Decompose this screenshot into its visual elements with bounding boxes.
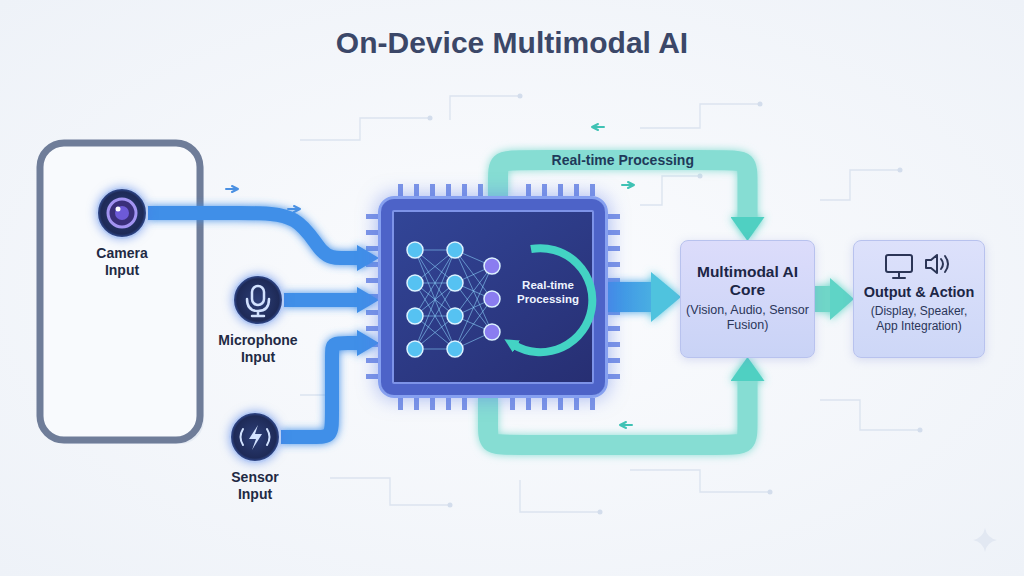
circuit-traces: [300, 96, 920, 512]
node-detail: (Vision, Audio, Sensor Fusion): [686, 303, 809, 334]
circuit-dot: [898, 168, 903, 173]
microphone-glyph: [247, 286, 269, 316]
node-detail: (Display, Speaker, App Integration): [859, 304, 979, 334]
sensor-bolt: [249, 425, 262, 450]
circuit-dot: [758, 102, 763, 107]
neuron: [447, 275, 463, 291]
neuron: [407, 341, 423, 357]
circuit-trace: [640, 104, 760, 128]
output-glyphs: [886, 255, 948, 278]
sparkle-mark: [973, 528, 997, 552]
sensor-waves: [241, 429, 270, 445]
circuit-trace: [450, 96, 520, 120]
speaker-glyph: [926, 255, 937, 273]
neuron: [407, 242, 423, 258]
flow-chevron: [592, 124, 604, 130]
neuron: [447, 242, 463, 258]
flow-connector: [281, 343, 357, 437]
circuit-dot: [768, 490, 773, 495]
flow-chevron: [620, 422, 632, 428]
circuit-trace: [300, 118, 430, 140]
circuit-trace: [630, 470, 770, 492]
circuit-trace: [820, 400, 920, 430]
lens-highlight: [116, 207, 121, 212]
camera-glyph: [108, 199, 136, 227]
circuit-dots: [333, 94, 923, 515]
neuron: [484, 291, 500, 307]
circuit-dot: [428, 116, 433, 121]
circuit-trace: [640, 176, 700, 205]
node-label: Multimodal AI Core: [686, 263, 809, 300]
chip-pin-left: [366, 214, 378, 379]
flow-connector: [148, 213, 357, 258]
flow-chevron: [226, 186, 238, 192]
display-stand: [893, 272, 905, 278]
chip-pins: [366, 184, 620, 410]
flow-chevron: [622, 182, 634, 188]
camera-input-icon: Camera Input: [96, 187, 148, 239]
network-links: [415, 250, 492, 349]
neuron: [484, 258, 500, 274]
node-label: Camera Input: [87, 245, 157, 278]
neuron: [407, 308, 423, 324]
sensor-input-icon: Sensor Input: [229, 411, 281, 463]
neuron: [484, 324, 500, 340]
display-glyph: [886, 255, 912, 272]
microphone-stand: [247, 299, 269, 316]
flow-connector: [284, 293, 357, 307]
phone-outline: [40, 143, 200, 440]
neural-network: [407, 242, 500, 357]
neuron: [407, 275, 423, 291]
flow-connector: [608, 282, 651, 312]
microphone-capsule: [252, 286, 264, 305]
neuron: [447, 341, 463, 357]
circuit-dot: [698, 174, 703, 179]
node-label: Real-time Processing: [503, 279, 593, 307]
diagram-title: On-Device Multimodal AI: [0, 26, 1024, 60]
circuit-trace: [520, 480, 600, 512]
camera-lens: [108, 199, 136, 227]
sensor-glyph: [241, 425, 270, 450]
camera-lens-core: [115, 206, 129, 220]
flow-connector: [815, 286, 830, 312]
circuit-dot: [918, 428, 923, 433]
output-box: Output & Action (Display, Speaker, App In…: [853, 240, 985, 358]
circuit-dot: [598, 510, 603, 515]
network-neurons: [407, 242, 500, 357]
circuit-dot: [518, 94, 523, 99]
speaker-waves: [941, 256, 948, 272]
circuit-dot: [448, 503, 453, 508]
node-label: Sensor Input: [220, 469, 290, 502]
processor-chip: Real-time Processing: [378, 196, 608, 398]
ai-core-box: Multimodal AI Core(Vision, Audio, Sensor…: [680, 240, 815, 358]
circuit-trace: [820, 170, 900, 200]
neuron: [447, 308, 463, 324]
node-label: Output & Action: [859, 284, 979, 301]
microphone-input-icon: Microphone Input: [232, 274, 284, 326]
processing-loop-arrow: [514, 248, 592, 352]
connector-label: Real-time Processing: [552, 152, 694, 168]
node-label: Microphone Input: [208, 332, 308, 365]
circuit-trace: [330, 478, 450, 505]
